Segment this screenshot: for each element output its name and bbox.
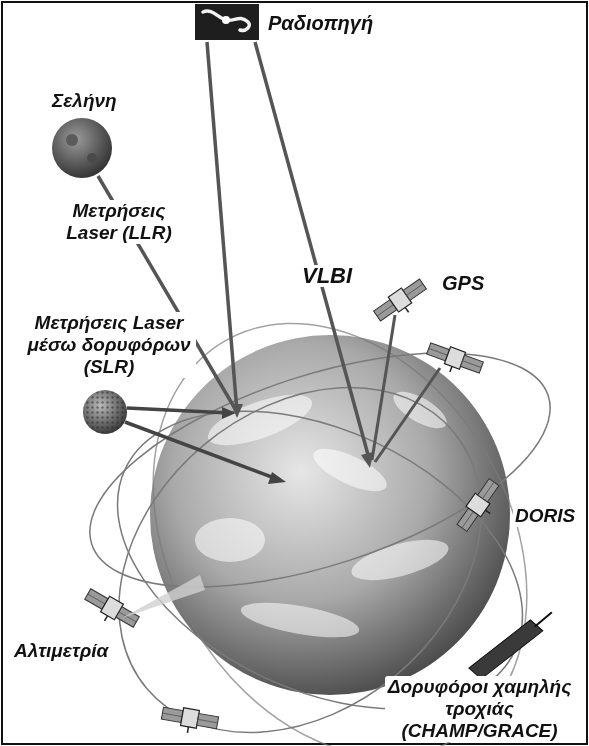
technique-label: Σελήνη (50, 90, 119, 112)
technique-label: Μετρήσεις Laser μέσω δορυφόρων (SLR) (22, 312, 196, 378)
moon-sphere (52, 118, 112, 178)
radio-source-image (195, 4, 259, 40)
gps-satellite (372, 277, 432, 329)
technique-label: Ραδιοπηγή (266, 12, 375, 34)
doris-satellite (455, 477, 507, 537)
technique-label: VLBI (300, 265, 354, 287)
radio-source-jet (203, 11, 249, 30)
gps-satellite (424, 340, 485, 382)
technique-label: Δορυφόροι χαμηλής τροχιάς (CHAMP/GRACE) (385, 676, 574, 742)
slr-satellite (83, 390, 127, 434)
orbiting-satellite (160, 704, 219, 737)
gps-rays (372, 315, 440, 462)
champ-grace-satellite (466, 607, 559, 681)
technique-label: GPS (440, 272, 486, 294)
technique-label: Αλτιμετρία (12, 640, 110, 662)
technique-label: Μετρήσεις Laser (LLR) (52, 200, 186, 244)
altimetry-satellite (80, 586, 140, 635)
technique-label: DORIS (513, 505, 577, 527)
vlbi-rays (207, 42, 370, 462)
slr-rays (125, 408, 280, 480)
